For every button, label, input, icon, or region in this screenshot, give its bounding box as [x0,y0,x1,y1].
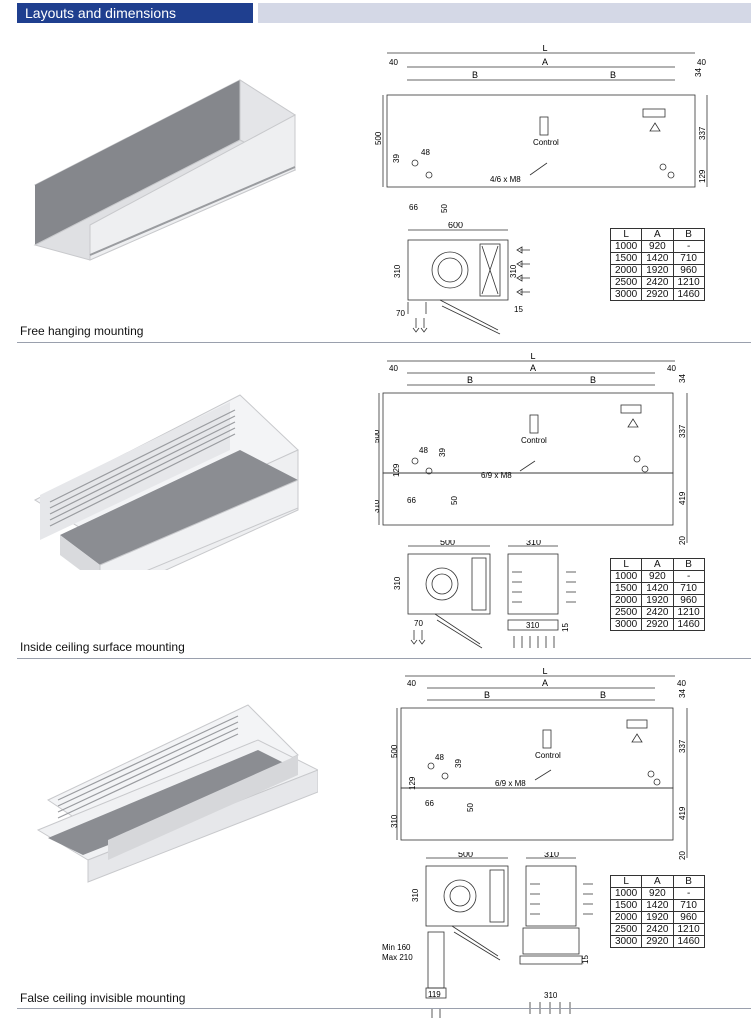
dim-side-bottom2: 310 [526,621,540,630]
dim-side-width: 500 [458,852,473,859]
dim-left-offset: 40 [389,58,398,67]
dim-left-offset: 40 [389,364,398,373]
caption-inside-ceiling: Inside ceiling surface mounting [20,640,185,654]
divider [17,658,751,659]
dim-side-low: 419 [678,491,687,505]
dim-39: 39 [454,759,463,768]
dim-right-offset: 40 [667,364,676,373]
bolt-spec: 6/9 x M8 [481,471,512,480]
front-drawing-inside-ceiling: L A B B 40 40 34 500 310 337 419 20 129 … [375,353,688,545]
bolt-spec: 6/9 x M8 [495,779,526,788]
dim-top-right: 34 [678,689,687,698]
dim-top-right: 34 [678,374,687,383]
section-inside-ceiling: L A B B 40 40 34 500 310 337 419 20 129 … [0,345,751,660]
dim-side-small: 15 [561,623,570,632]
divider [17,1008,751,1009]
dim-side-bottom: 20 [678,851,687,860]
dim-39: 39 [438,448,447,457]
dim-side-bottom: 20 [678,536,687,545]
dim-50: 50 [466,803,475,812]
front-drawing-free-hanging: L A B B 40 40 34 500 337 129 39 48 66 50… [375,45,708,213]
dim-B-right: B [610,70,616,80]
dim-side-height2: 310 [509,264,518,278]
dim-right-offset: 40 [677,679,686,688]
front-drawing-false-ceiling: L A B B 40 40 34 500 310 337 419 20 129 … [390,668,688,860]
section-false-ceiling: L A B B 40 40 34 500 310 337 419 20 129 … [0,660,751,1023]
dim-50: 50 [450,496,459,505]
section-title: Layouts and dimensions [17,3,253,23]
dim-side-width2: 310 [526,540,541,547]
dim-119: 119 [428,990,441,999]
dim-top-right: 34 [694,68,703,77]
dim-side-height: 310 [411,888,420,902]
section-free-hanging: L A B B 40 40 34 500 337 129 39 48 66 50… [0,0,751,345]
dim-L: L [542,668,547,676]
control-label: Control [533,138,559,147]
dim-L: L [542,45,547,53]
dim-B-right: B [590,375,596,385]
dim-129: 129 [392,463,401,477]
dim-max: Max 210 [382,953,413,962]
dim-left-low: 310 [390,814,399,828]
dim-side-bottom: 70 [396,309,405,318]
dim-A: A [542,678,548,688]
dim-left-low: 310 [375,499,381,513]
header-bar [258,3,751,23]
dim-side-width: 600 [448,222,463,230]
product-image-inside-ceiling [33,394,299,570]
dim-side-height: 310 [393,576,402,590]
side-drawing-free-hanging: 600 310 310 70 15 [393,222,530,335]
dim-side-width: 500 [440,540,455,547]
dim-min: Min 160 [382,943,411,952]
side-drawing-inside-ceiling: 500 310 310 70 310 15 [393,540,576,649]
dim-height: 500 [390,744,399,758]
caption-free-hanging: Free hanging mounting [20,324,144,338]
dim-side-height: 310 [393,264,402,278]
dim-A: A [530,363,536,373]
dim-B-left: B [472,70,478,80]
dim-66: 66 [407,496,416,505]
product-image-false-ceiling [36,704,318,883]
caption-false-ceiling: False ceiling invisible mounting [20,991,186,1005]
side-drawing-false-ceiling: 500 310 310 Min 160 Max 210 119 310 15 [382,852,593,1018]
dim-side-mid: 337 [678,424,687,438]
dim-A: A [542,57,548,67]
dim-side-small: 15 [581,955,590,964]
dim-right-offset: 40 [697,58,706,67]
control-label: Control [521,436,547,445]
dim-side-mid: 337 [698,126,707,140]
dim-50: 50 [440,204,449,213]
dim-side-bottom2: 310 [544,991,558,1000]
dim-side-width2: 310 [544,852,559,859]
dim-B-left: B [484,690,490,700]
control-label: Control [535,751,561,760]
dim-48: 48 [419,446,428,455]
dim-height: 500 [375,429,381,443]
dim-L: L [530,353,535,361]
bolt-spec: 4/6 x M8 [490,175,521,184]
dim-left-offset: 40 [407,679,416,688]
dim-side-small: 15 [514,305,523,314]
dim-129: 129 [408,776,417,790]
dim-side-bottom: 70 [414,619,423,628]
dim-39: 39 [392,154,401,163]
dim-side-low: 419 [678,806,687,820]
dim-48: 48 [421,148,430,157]
dim-side-bottom: 129 [698,169,707,183]
dim-66: 66 [409,203,418,212]
dim-B-right: B [600,690,606,700]
divider [17,342,751,343]
dim-66: 66 [425,799,434,808]
dim-48: 48 [435,753,444,762]
dim-B-left: B [467,375,473,385]
dim-height: 500 [375,131,383,145]
product-image-free-hanging [33,79,297,261]
dim-side-mid: 337 [678,739,687,753]
